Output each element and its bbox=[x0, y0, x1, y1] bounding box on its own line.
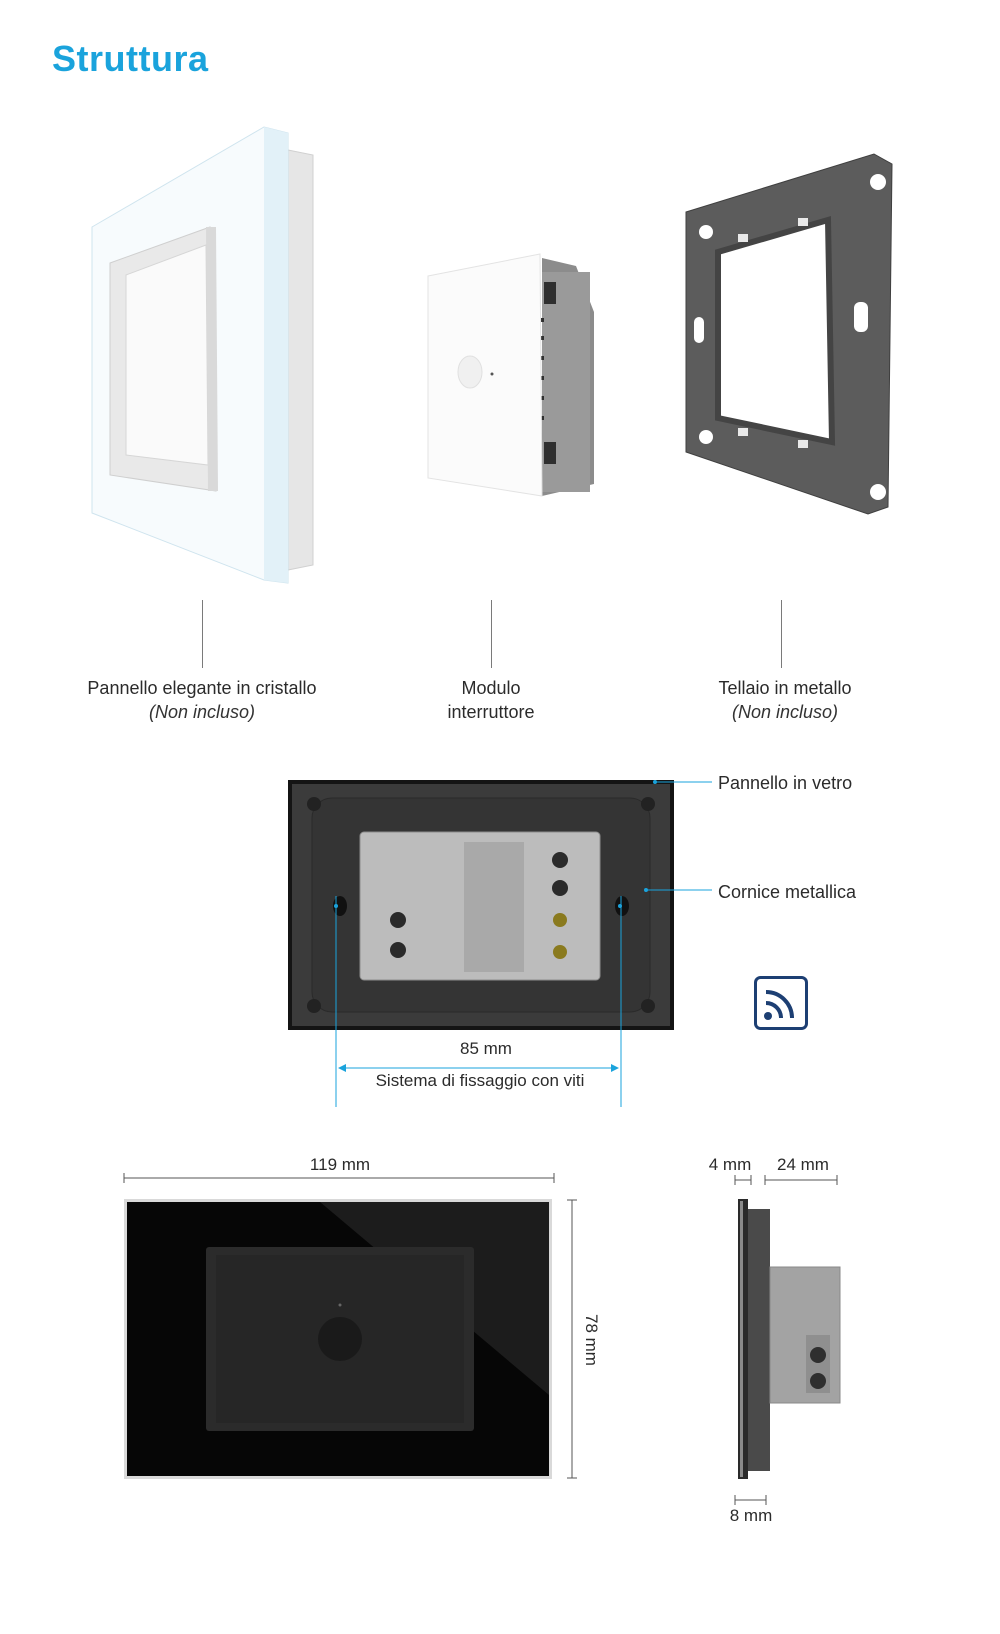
switch-module-image bbox=[427, 253, 594, 497]
dimension-frame-thickness: 8 mm bbox=[729, 1506, 773, 1525]
label-switch-module-name: Modulo bbox=[461, 678, 521, 698]
connector-line-module bbox=[491, 600, 492, 668]
label-glass-panel: Pannello elegante in cristallo (Non incl… bbox=[72, 676, 332, 724]
annotation-lines bbox=[335, 780, 712, 1107]
side-dimension-lines bbox=[734, 1175, 838, 1505]
label-glass-panel-note: (Non incluso) bbox=[148, 702, 256, 722]
label-switch-module-note: interruttore bbox=[447, 702, 535, 722]
metal-frame-image bbox=[685, 153, 893, 515]
dimension-glass-thickness: 4 mm bbox=[708, 1155, 752, 1174]
dimension-width: 119 mm bbox=[309, 1155, 371, 1174]
label-glass-panel-name: Pannello elegante in cristallo bbox=[87, 678, 317, 698]
label-metal-frame-name: Tellaio in metallo bbox=[718, 678, 852, 698]
label-glass-back: Pannello in vetro bbox=[718, 773, 853, 793]
rf-remote-icon bbox=[754, 976, 808, 1030]
page-title: Struttura bbox=[52, 38, 209, 79]
dimension-height: 78 mm bbox=[582, 1314, 601, 1366]
connector-line-frame bbox=[781, 600, 782, 668]
glass-panel-image bbox=[91, 126, 314, 584]
label-screw-fixing: Sistema di fissaggio con viti bbox=[375, 1071, 585, 1090]
dimension-85mm: 85 mm bbox=[460, 1039, 512, 1058]
back-view-image bbox=[288, 780, 674, 1030]
label-metal-frame: Tellaio in metallo (Non incluso) bbox=[675, 676, 895, 724]
front-view-image bbox=[124, 1199, 552, 1479]
dimension-depth: 24 mm bbox=[777, 1155, 829, 1174]
front-dimension-lines bbox=[123, 1173, 577, 1479]
label-switch-module: Modulo interruttore bbox=[401, 676, 581, 724]
label-metal-frame-note: (Non incluso) bbox=[731, 702, 839, 722]
side-view-image bbox=[738, 1199, 841, 1479]
connector-line-panel bbox=[202, 600, 203, 668]
label-metal-border: Cornice metallica bbox=[718, 882, 857, 902]
